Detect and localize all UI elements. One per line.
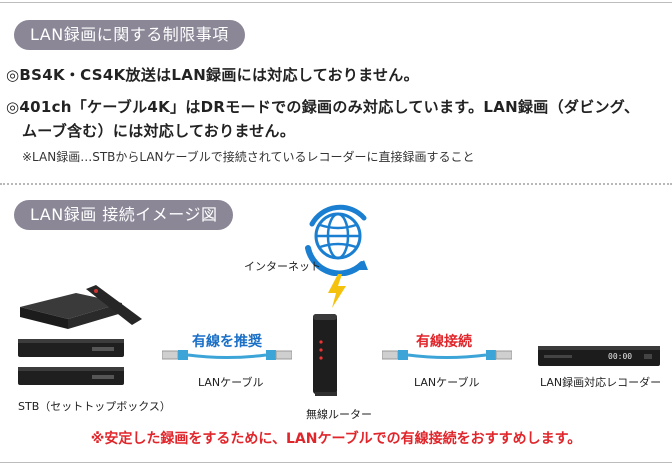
section-divider bbox=[0, 183, 672, 185]
lan-recording-note: ※LAN録画…STBからLANケーブルで接続されているレコーダーに直接録画するこ… bbox=[22, 150, 475, 164]
section-heading-restrictions: LAN録画に関する制限事項 bbox=[14, 20, 245, 50]
wired-connection-title: 有線接続 bbox=[416, 334, 472, 350]
bottom-divider bbox=[0, 462, 672, 463]
router-icon bbox=[313, 314, 337, 396]
lan-cable-label-left: LANケーブル bbox=[198, 376, 264, 389]
lightning-icon bbox=[328, 274, 346, 308]
recommend-wired-title: 有線を推奨 bbox=[192, 334, 262, 350]
lan-cable-label-right: LANケーブル bbox=[414, 376, 480, 389]
lan-cable-right bbox=[382, 350, 512, 360]
restriction-item-2-cont: ムーブ含む）には対応しておりません。 bbox=[22, 122, 296, 140]
globe-icon bbox=[305, 204, 368, 276]
recorder-label: LAN録画対応レコーダー bbox=[540, 376, 662, 389]
restriction-item-2: ◎401ch「ケーブル4K」はDRモードでの録画のみ対応しています。LAN録画（… bbox=[6, 98, 640, 116]
top-divider bbox=[0, 2, 672, 3]
restriction-item-1: ◎BS4K・CS4K放送はLAN録画には対応しておりません。 bbox=[6, 66, 419, 84]
stb-device-icon bbox=[18, 285, 142, 385]
stb-label: STB（セットトップボックス） bbox=[18, 400, 171, 413]
lan-cable-left bbox=[162, 350, 292, 360]
recorder-display: 00:00 bbox=[608, 352, 633, 361]
recorder-icon: 00:00 bbox=[538, 344, 660, 368]
recommendation-warning: ※安定した録画をするために、LANケーブルでの有線接続をおすすめします。 bbox=[90, 431, 582, 447]
internet-label: インターネット bbox=[244, 260, 321, 273]
section-heading-diagram: LAN録画 接続イメージ図 bbox=[14, 200, 234, 230]
router-label: 無線ルーター bbox=[306, 408, 372, 421]
